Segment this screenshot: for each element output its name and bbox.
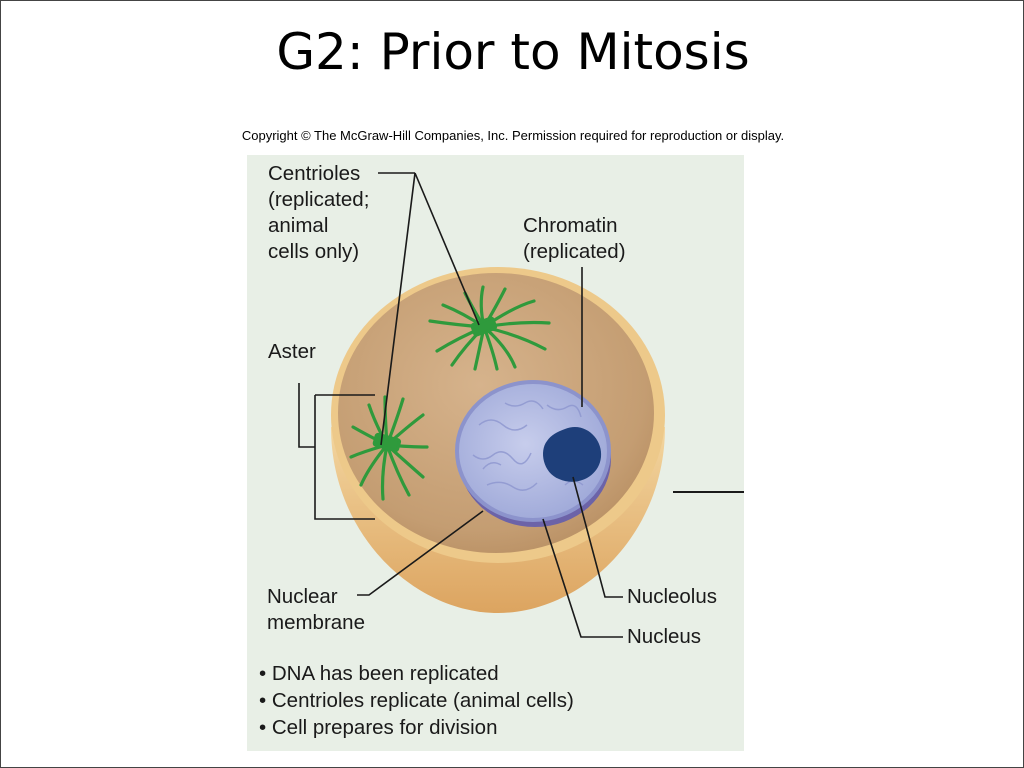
cell-illustration (298, 172, 744, 638)
label-centrioles: Centrioles (replicated; animal cells onl… (268, 162, 370, 263)
leader-lines (298, 172, 623, 638)
next-phase-arrow (673, 491, 744, 493)
aster-bracket (298, 383, 315, 448)
label-nucleolus: Nucleolus (627, 585, 718, 608)
bullet-item: Centrioles replicate (animal cells) (259, 687, 574, 714)
nuclear-membrane-leader (357, 510, 484, 596)
chromatin (472, 400, 584, 491)
centriole-left (372, 432, 402, 453)
bullet-item: Cell prepares for division (259, 714, 574, 741)
aster-upper (428, 285, 551, 371)
nucleolus (543, 427, 602, 482)
cell-diagram: Centrioles (replicated; animal cells onl… (247, 155, 744, 751)
nucleolus-leader (572, 476, 623, 598)
label-chromatin: Chromatin (replicated) (523, 214, 626, 263)
label-nuclear-membrane: Nuclear membrane (267, 585, 365, 634)
nucleus-leader (542, 518, 623, 638)
bullet-item: DNA has been replicated (259, 660, 574, 687)
label-aster: Aster (268, 340, 316, 363)
nuclear-membrane (455, 380, 611, 522)
nucleus (455, 380, 611, 527)
aster-left (349, 395, 429, 501)
centriole-upper (470, 316, 498, 337)
label-nucleus: Nucleus (627, 625, 702, 648)
copyright-notice: Copyright © The McGraw-Hill Companies, I… (241, 128, 785, 143)
slide-title: G2: Prior to Mitosis (276, 23, 750, 81)
summary-bullets: DNA has been replicated Centrioles repli… (259, 660, 574, 741)
